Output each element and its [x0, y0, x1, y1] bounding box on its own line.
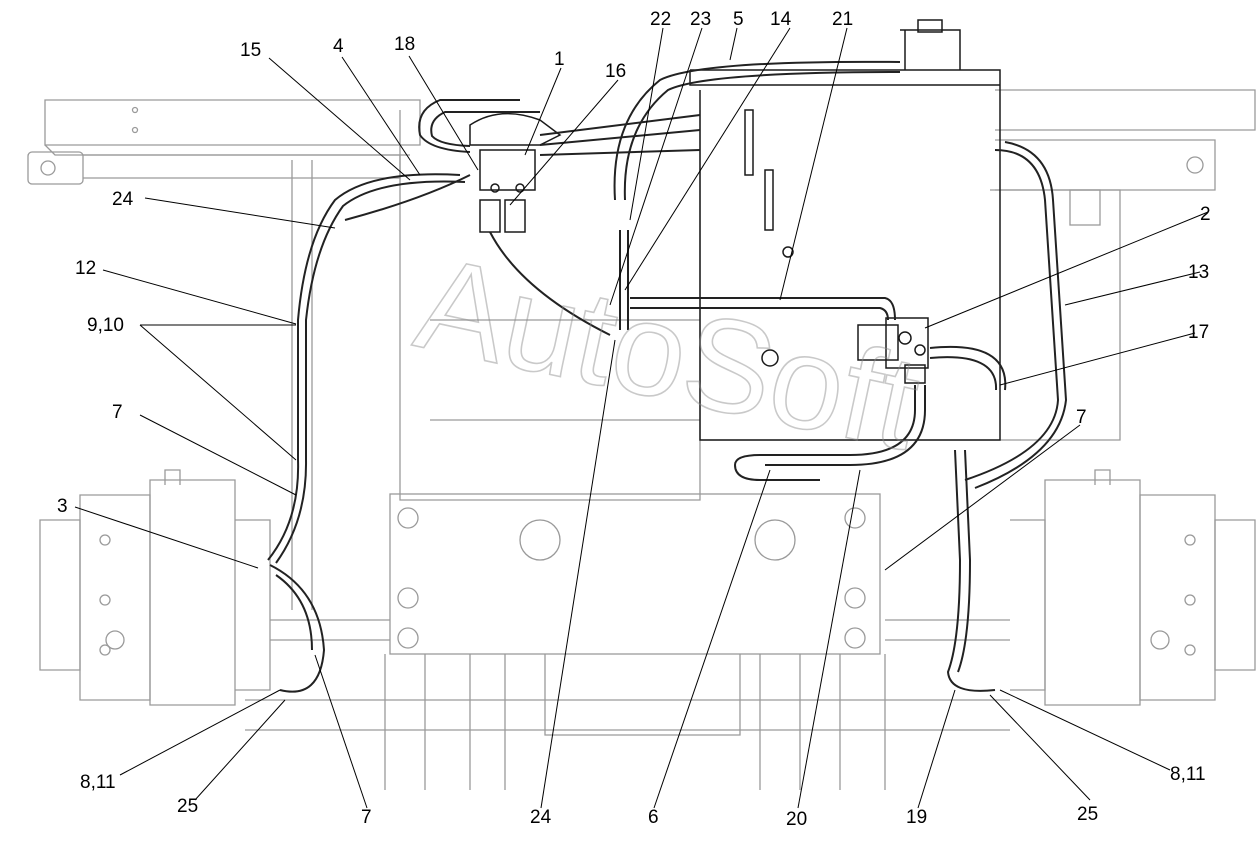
callout-6: 6: [648, 807, 659, 828]
hydraulic-tank: [689, 19, 1001, 441]
callout-14: 14: [770, 9, 792, 30]
callout-4: 4: [333, 36, 344, 57]
callout-24-bottom: 24: [530, 807, 552, 828]
distributor-block: [857, 317, 929, 384]
callout-8-11-left: 8,11: [80, 772, 116, 793]
callout-21: 21: [832, 9, 853, 30]
callout-3: 3: [57, 496, 68, 517]
callout-12: 12: [75, 258, 96, 279]
callout-25-left: 25: [177, 796, 198, 817]
callout-5: 5: [733, 9, 744, 30]
callout-13: 13: [1188, 262, 1209, 283]
callout-7-right: 7: [1076, 407, 1087, 428]
callout-2: 2: [1200, 204, 1211, 225]
watermark: AutoSoft: [405, 229, 931, 478]
callout-1: 1: [554, 49, 565, 70]
callout-8-11-right: 8,11: [1170, 764, 1206, 785]
callout-17: 17: [1188, 322, 1209, 343]
callout-22: 22: [650, 9, 671, 30]
chassis-frame: [27, 89, 1256, 790]
callout-24-top: 24: [112, 189, 134, 210]
valve-block: [469, 112, 562, 233]
callout-19: 19: [906, 807, 927, 828]
callout-9-10: 9,10: [87, 315, 124, 336]
leader-lines: [74, 27, 1209, 809]
callout-15: 15: [240, 40, 261, 61]
callout-7-bottom: 7: [361, 807, 372, 828]
callout-labels: 1 15 4 18 16 22 23 5 14 21 24 12 9,10 7 …: [57, 9, 1211, 830]
callout-25-right: 25: [1077, 804, 1098, 825]
callout-20: 20: [786, 809, 807, 830]
callout-23: 23: [690, 9, 711, 30]
hoses: [267, 60, 1068, 693]
callout-7-left: 7: [112, 402, 123, 423]
callout-16: 16: [605, 61, 626, 82]
callout-18: 18: [394, 34, 415, 55]
